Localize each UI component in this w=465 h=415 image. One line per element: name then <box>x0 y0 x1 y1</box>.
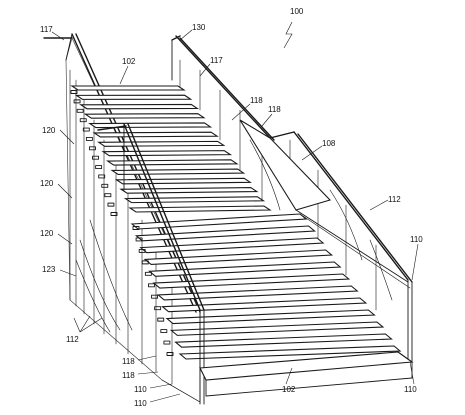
ref-label-120: 120 <box>40 229 54 238</box>
lower-tread <box>161 297 368 313</box>
ref-label-117: 117 <box>210 56 223 65</box>
ref-label-130: 130 <box>192 23 206 32</box>
lower-tread <box>134 225 316 242</box>
bracket-fitting <box>151 294 158 299</box>
bracket-fitting <box>163 340 171 345</box>
inner-handrail <box>97 123 205 405</box>
bracket-fitting <box>144 271 152 276</box>
upper-tread <box>123 196 266 204</box>
upper-tread <box>79 103 200 110</box>
ref-label-112: 112 <box>66 335 79 344</box>
left-glass-panel <box>65 37 201 403</box>
bracket-fitting <box>166 352 174 356</box>
ref-label-123: 123 <box>42 265 56 274</box>
lower-tread <box>130 213 308 230</box>
ref-label-117: 117 <box>40 25 53 34</box>
ref-label-102: 102 <box>282 385 296 394</box>
bracket-fitting <box>73 99 81 104</box>
lower-tread <box>174 333 393 348</box>
upper-tread <box>92 131 219 138</box>
bracket-fitting <box>98 174 106 179</box>
upper-tread <box>128 205 272 213</box>
lower-tread <box>178 345 402 360</box>
lower-tread <box>139 237 325 254</box>
upper-tread <box>70 85 186 91</box>
upper-flight-treads <box>70 85 272 213</box>
upper-tread <box>74 94 193 100</box>
ref-label-108: 108 <box>322 139 336 148</box>
landing-platform <box>239 119 411 289</box>
bracket-fitting <box>70 90 78 94</box>
ref-label-110: 110 <box>404 385 417 394</box>
ref-label-100: 100 <box>290 7 304 16</box>
bracket-fitting <box>160 329 168 334</box>
bracket-fitting <box>104 193 112 198</box>
upper-tread <box>101 150 233 157</box>
bracket-fitting <box>141 260 149 265</box>
ref-label-102: 102 <box>122 57 136 66</box>
ref-label-118: 118 <box>122 357 135 366</box>
ref-label-112: 112 <box>388 195 401 204</box>
lower-flight-treads <box>130 213 402 360</box>
ref-label-118: 118 <box>122 371 135 380</box>
tread-brackets <box>70 90 174 356</box>
upper-tread <box>83 113 206 119</box>
lower-tread <box>152 273 351 289</box>
ref-label-118: 118 <box>268 105 281 114</box>
reference-numerals: 100 117 130 102 117 118 118 108 120 120 … <box>40 7 423 408</box>
bracket-fitting <box>154 306 162 311</box>
bracket-fitting <box>157 317 165 322</box>
ref-label-118: 118 <box>250 96 263 105</box>
bracket-fitting <box>132 226 140 230</box>
upper-tread <box>110 168 246 176</box>
upper-tread <box>114 177 252 185</box>
upper-tread <box>105 159 239 166</box>
lower-tread <box>169 321 385 336</box>
bracket-fitting <box>135 237 143 242</box>
bracket-fitting <box>148 283 155 288</box>
ref-label-120: 120 <box>40 179 54 188</box>
leader-lines <box>51 21 419 403</box>
bracket-fitting <box>101 183 109 188</box>
bracket-fitting <box>138 248 146 253</box>
bracket-fitting <box>79 118 87 123</box>
bracket-fitting <box>89 146 96 151</box>
bracket-fitting <box>95 165 103 170</box>
bracket-fitting <box>82 127 90 132</box>
bracket-fitting <box>107 202 115 207</box>
ref-label-110: 110 <box>134 385 147 394</box>
bracket-fitting <box>85 136 93 141</box>
lower-tread <box>148 261 342 277</box>
bottom-step <box>161 351 414 403</box>
lower-tread <box>156 285 359 301</box>
ref-label-110: 110 <box>134 399 147 408</box>
bracket-fitting <box>110 212 118 216</box>
ref-label-120: 120 <box>42 126 56 135</box>
ref-label-110: 110 <box>410 235 423 244</box>
lower-tread <box>143 249 334 266</box>
bracket-fitting <box>76 108 84 113</box>
upper-tread <box>88 122 213 129</box>
bracket-fitting <box>92 155 99 160</box>
upper-tread <box>96 140 226 147</box>
lower-tread <box>165 309 376 325</box>
